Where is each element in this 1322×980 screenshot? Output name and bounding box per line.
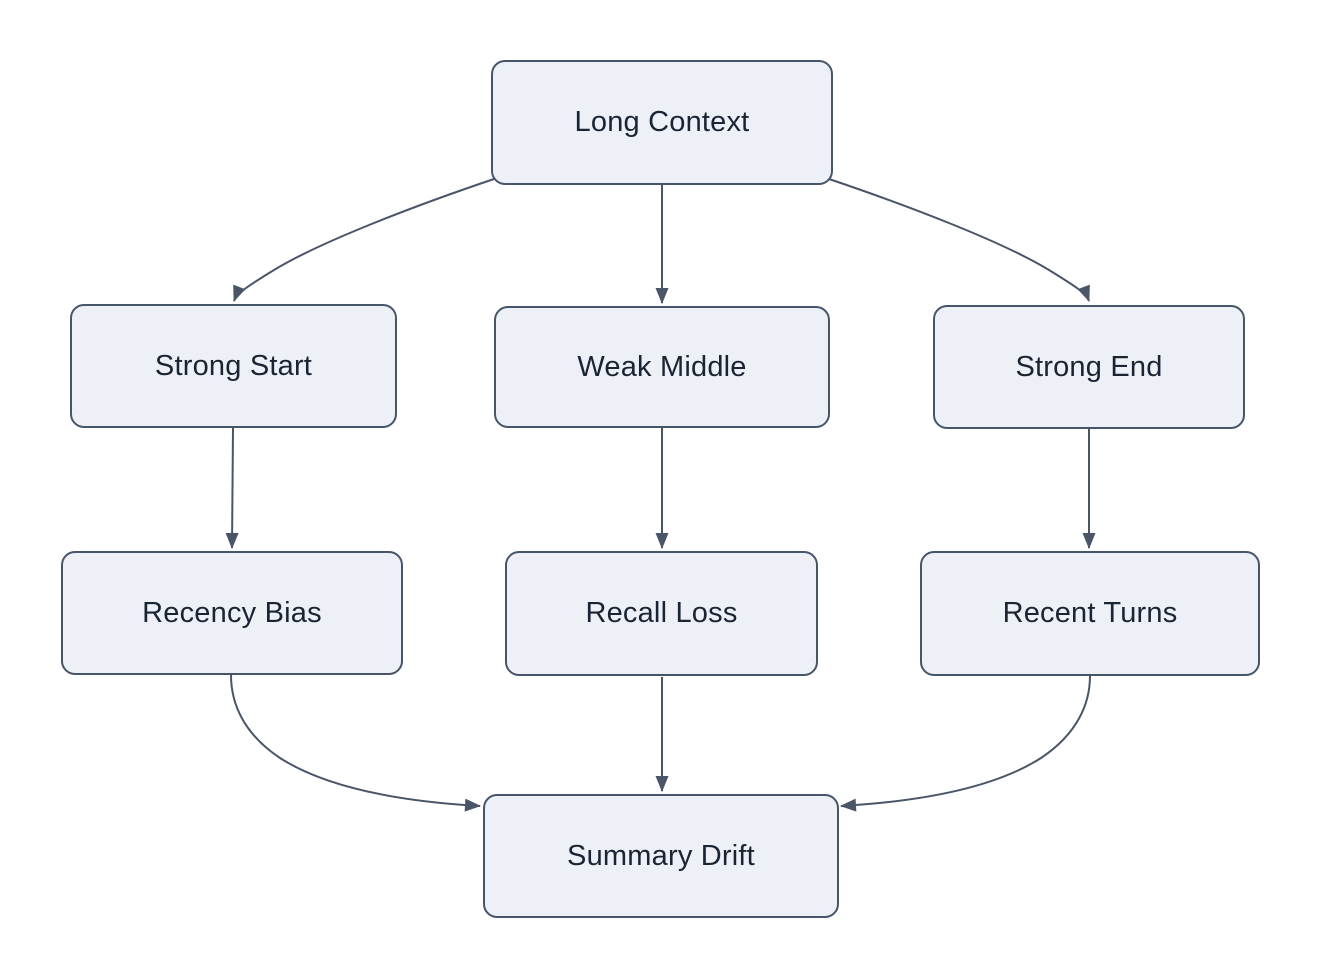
- node-label: Recent Turns: [1002, 597, 1178, 629]
- node-label: Recall Loss: [585, 597, 738, 629]
- node-label: Summary Drift: [567, 839, 755, 872]
- node-strong-end: Strong End: [933, 305, 1245, 429]
- node-label: Long Context: [574, 106, 750, 138]
- node-recall-loss: Recall Loss: [505, 551, 818, 676]
- node-weak-middle: Weak Middle: [494, 306, 830, 428]
- node-label: Recency Bias: [142, 596, 322, 629]
- node-label: Strong End: [1015, 350, 1163, 383]
- node-recent-turns: Recent Turns: [920, 551, 1260, 676]
- node-label: Weak Middle: [577, 350, 747, 383]
- edge-recency-bias-to-summary-drift: [230, 674, 481, 812]
- node-summary-drift: Summary Drift: [483, 794, 839, 918]
- node-strong-start: Strong Start: [70, 304, 397, 428]
- node-label: Strong Start: [154, 349, 313, 382]
- node-recency-bias: Recency Bias: [61, 551, 403, 675]
- edge-long-context-to-strong-start: [233, 178, 495, 302]
- edge-recent-turns-to-summary-drift: [840, 675, 1091, 812]
- edge-long-context-to-strong-end: [828, 178, 1090, 302]
- node-long-context: Long Context: [491, 60, 833, 185]
- edge-strong-start-to-recency-bias: [225, 427, 239, 549]
